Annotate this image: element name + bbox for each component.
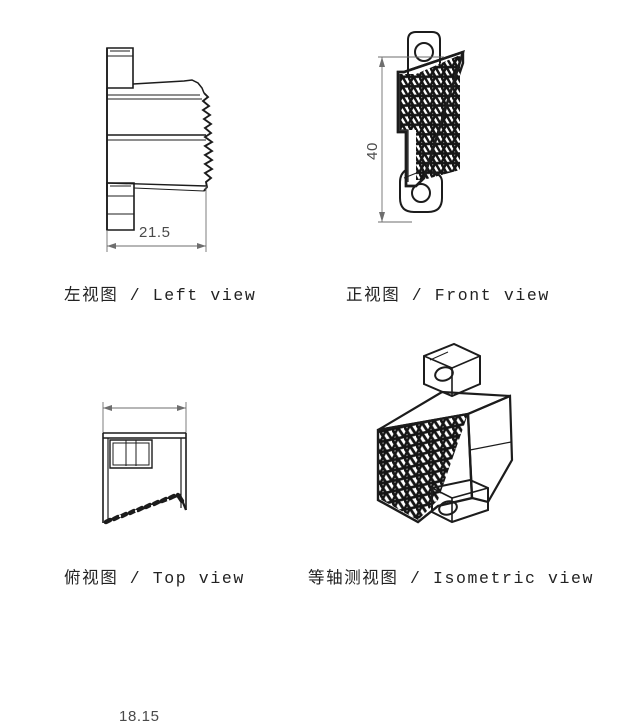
left-dimension-21-5 xyxy=(106,186,207,252)
iso-lattice-infill xyxy=(378,414,468,520)
iso-right-face xyxy=(466,394,514,504)
front-dimension-value: 40 xyxy=(364,142,381,160)
top-dimension-18-15 xyxy=(102,402,187,438)
left-dimension-value: 21.5 xyxy=(139,224,171,241)
top-view-drawing xyxy=(102,402,188,525)
left-lower-boss xyxy=(106,182,135,231)
isometric-view-drawing xyxy=(376,342,514,524)
iso-upper-boss xyxy=(423,342,481,398)
front-lattice-infill xyxy=(400,55,460,180)
left-view-drawing xyxy=(106,47,214,252)
view-front: 40 xyxy=(320,0,640,270)
front-dimension-40 xyxy=(378,56,444,223)
top-dimension-value: 18.15 xyxy=(119,708,160,725)
view-top: 18.15 xyxy=(0,330,320,725)
top-lattice-break-edge xyxy=(103,492,188,525)
left-upper-boss xyxy=(106,47,134,89)
caption-top-view: 俯视图 / Top view xyxy=(64,569,245,588)
front-view-drawing xyxy=(378,31,465,223)
front-web-outline xyxy=(396,49,465,188)
front-lower-tab xyxy=(399,169,443,213)
caption-front-view: 正视图 / Front view xyxy=(346,286,550,305)
iso-web-outline xyxy=(376,412,474,524)
iso-lower-tab xyxy=(431,478,489,524)
caption-isometric-view: 等轴测视图 / Isometric view xyxy=(308,569,595,588)
top-body-outline xyxy=(102,432,187,523)
top-boss-rect xyxy=(109,439,153,469)
caption-left-view: 左视图 / Left view xyxy=(64,286,257,305)
left-lattice-break-edge xyxy=(201,92,214,192)
view-isometric xyxy=(320,330,640,580)
left-body-outline xyxy=(106,48,207,230)
view-left: 21.5 xyxy=(0,0,320,270)
